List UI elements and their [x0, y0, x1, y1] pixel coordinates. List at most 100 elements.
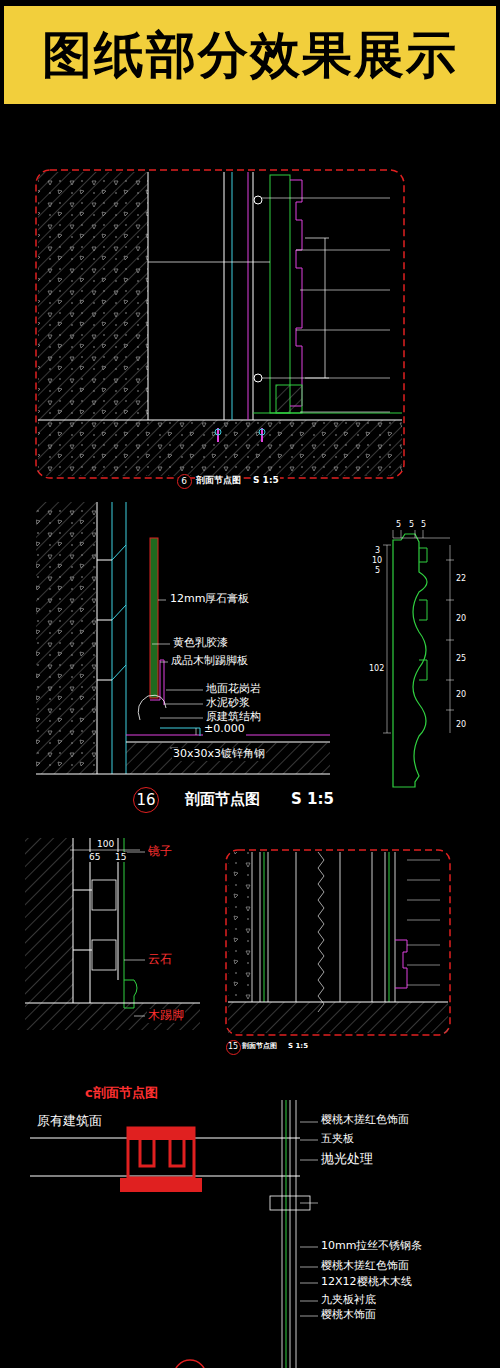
part-label: 成品木制踢脚板	[170, 655, 249, 668]
cad-path	[128, 1128, 194, 1178]
dimension-text: 20	[455, 720, 467, 729]
cad-circle	[174, 1360, 206, 1368]
cad-path	[152, 600, 203, 748]
dimension-text: 100	[96, 839, 115, 849]
cad-path	[300, 1122, 318, 1316]
dimension-text: 剖面节点图	[241, 1042, 278, 1050]
page-title: 图纸部分效果展示	[42, 22, 458, 89]
part-label: 樱桃木搓红色饰面	[320, 1260, 410, 1273]
cad-rect	[36, 170, 404, 478]
cad-line	[30, 1176, 300, 1177]
cad-line	[148, 262, 270, 263]
cad-path	[112, 545, 126, 680]
cad-circle	[254, 374, 262, 382]
dimension-text: 20	[455, 690, 467, 699]
part-label: 黄色乳胶漆	[172, 637, 229, 650]
dimension-text: 5	[374, 566, 381, 575]
cad-line	[25, 1003, 200, 1004]
part-label: 樱桃木饰面	[320, 1309, 377, 1322]
cad-path	[318, 852, 324, 1012]
cad-line	[90, 838, 91, 1003]
cad-line	[126, 502, 127, 774]
part-label: 樱桃木搓红色饰面	[320, 1114, 410, 1127]
cad-rect	[38, 420, 402, 476]
part-label: 地面花岗岩	[205, 683, 262, 696]
cad-line	[97, 502, 98, 774]
section-6	[36, 170, 404, 478]
section-mirror	[25, 838, 200, 1030]
cad-rect	[226, 850, 450, 1035]
dimension-text: 22	[455, 574, 467, 583]
cad-line	[73, 838, 74, 1003]
part-label: 原建筑结构	[205, 711, 262, 724]
cad-line	[248, 172, 249, 420]
part-label: 剖面节点图	[184, 791, 261, 808]
dimension-text: 65	[88, 852, 101, 862]
dimension-text: 5	[395, 520, 402, 529]
part-label: 镜子	[147, 845, 173, 859]
dimension-text: 102	[368, 664, 385, 673]
cad-rect	[228, 1002, 448, 1033]
section-16	[36, 502, 454, 787]
cad-path	[305, 238, 329, 378]
cad-circle	[215, 429, 221, 435]
part-label: 抛光处理	[320, 1152, 374, 1167]
cad-path	[262, 198, 390, 412]
cad-path	[446, 545, 454, 733]
cad-path	[73, 890, 92, 950]
cad-rect	[38, 172, 148, 420]
cad-circle	[259, 429, 265, 435]
part-label: S 1:5	[290, 791, 335, 808]
cad-line	[228, 1002, 448, 1003]
section-c	[30, 1100, 318, 1368]
part-label: c剖面节点图	[84, 1086, 159, 1101]
part-label: 云石	[147, 953, 173, 967]
cad-path	[395, 940, 407, 988]
part-label: 30x30x3镀锌角钢	[172, 748, 266, 761]
cad-rect	[228, 852, 252, 1002]
part-label: 原有建筑面	[36, 1114, 103, 1129]
title-holder: 图纸部分效果展示	[0, 0, 500, 110]
cad-path	[282, 1100, 296, 1368]
dimension-text: 15	[114, 852, 127, 862]
cad-rect	[38, 420, 402, 476]
part-label: 九夹板衬底	[320, 1294, 377, 1307]
cad-rect	[276, 385, 302, 413]
dimension-text: 5	[408, 520, 415, 529]
cad-circle	[254, 196, 262, 204]
part-label: 木踢脚	[147, 1009, 185, 1023]
cad-path	[218, 428, 262, 442]
cad-rect	[25, 1003, 200, 1030]
cad-path	[160, 728, 200, 736]
part-label: 12X12樱桃木木线	[320, 1276, 413, 1289]
cad-line	[264, 852, 265, 1002]
cad-rect	[36, 502, 96, 774]
cad-line	[389, 852, 390, 1002]
dimension-text: 剖面节点图	[195, 475, 242, 485]
cad-path	[252, 852, 296, 1002]
dimension-text: 20	[455, 614, 467, 623]
cad-rect	[150, 538, 158, 698]
cad-rect	[126, 742, 330, 774]
callout-number: 6	[181, 477, 187, 486]
cad-path	[138, 695, 166, 720]
cad-line	[112, 502, 113, 774]
cad-path	[290, 180, 302, 406]
callout-circle: 6	[177, 474, 192, 489]
cad-line	[36, 774, 330, 775]
part-label: 12mm厚石膏板	[169, 593, 250, 606]
dimension-text: 3	[374, 546, 381, 555]
cad-line	[224, 172, 225, 420]
cad-line	[253, 172, 254, 420]
cad-rect	[36, 502, 96, 774]
cad-rect	[128, 1128, 194, 1140]
cad-line	[325, 238, 326, 378]
cad-line	[38, 420, 402, 421]
dimension-text: S 1:5	[252, 475, 280, 485]
dimension-text: 25	[455, 654, 467, 663]
cad-path	[419, 548, 427, 680]
section-15	[226, 850, 450, 1035]
callout-circle: 16	[133, 787, 159, 813]
cad-rect	[120, 1178, 202, 1192]
cad-rect	[270, 175, 290, 413]
